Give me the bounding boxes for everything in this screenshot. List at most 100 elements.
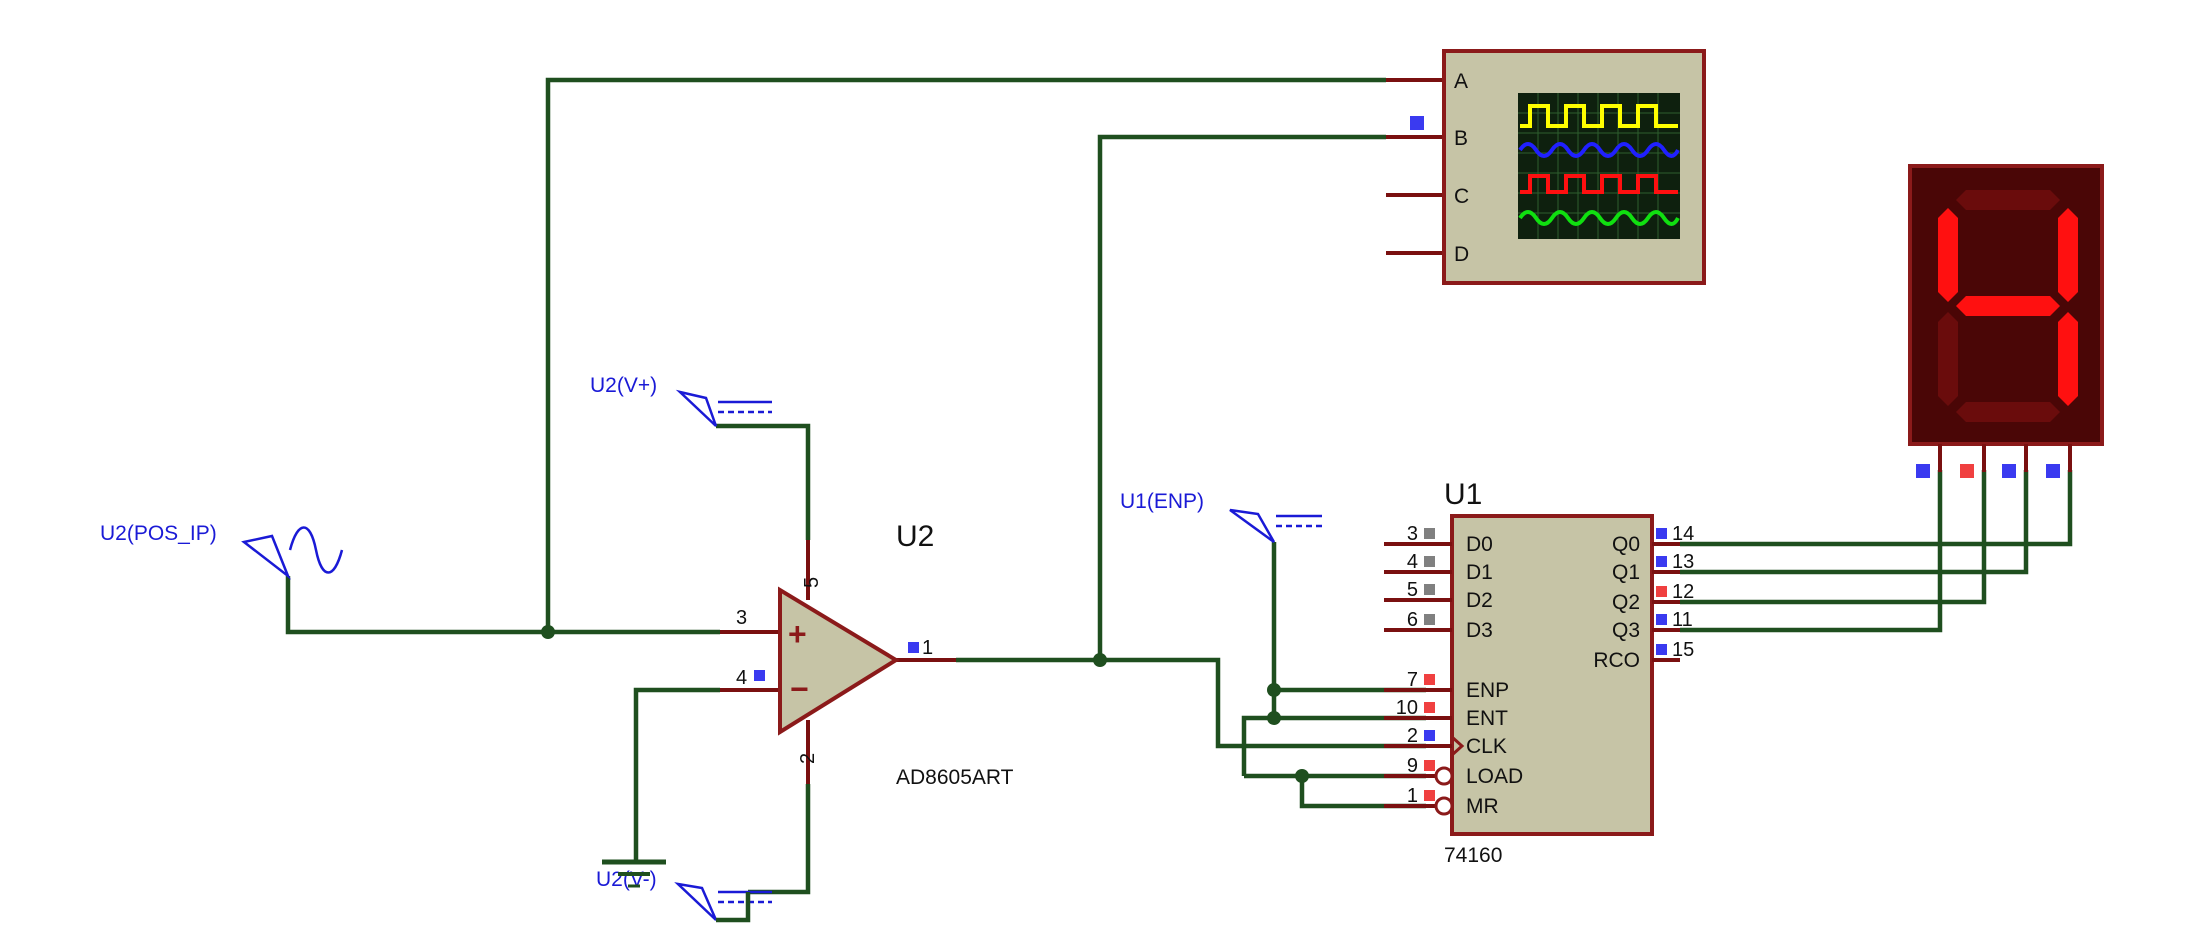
pin-name: MR <box>1466 795 1499 818</box>
pin-name: CLK <box>1466 735 1507 758</box>
segment-e <box>1938 312 1958 406</box>
pin-name: Q3 <box>1612 619 1640 642</box>
wire-q3[interactable] <box>1680 470 1943 633</box>
pin-name: D2 <box>1466 589 1493 612</box>
generator-label: U2(V+) <box>590 374 657 397</box>
pin-name: Q2 <box>1612 591 1640 614</box>
pin-number: 15 <box>1672 639 1694 661</box>
scope-channel-label: A <box>1454 70 1468 93</box>
pin-state-indicator <box>1656 644 1667 655</box>
pin-number: 1 <box>922 637 933 659</box>
part-type: 74160 <box>1444 844 1502 867</box>
segment-d <box>1956 402 2060 422</box>
pin-state-indicator <box>2002 464 2016 478</box>
pin-name: RCO <box>1593 649 1640 672</box>
scope-trace-a <box>1520 104 1678 128</box>
pin-state-indicator <box>754 670 765 681</box>
pin-name: ENP <box>1466 679 1509 702</box>
wire-ent[interactable] <box>1241 715 1426 776</box>
pin-state-indicator <box>1424 760 1435 771</box>
generator-label: U1(ENP) <box>1120 490 1204 513</box>
generator-flag-icon <box>1229 508 1276 544</box>
pin-state-indicator <box>1424 790 1435 801</box>
generator-vplus[interactable]: U2(V+) <box>590 374 772 427</box>
minus-sign-icon: − <box>790 671 809 707</box>
scope-channel-label: D <box>1454 243 1469 266</box>
pin-number: 13 <box>1672 551 1694 573</box>
pin-number: 5 <box>801 577 823 588</box>
pin-number: 12 <box>1672 581 1694 603</box>
sine-wave-icon <box>288 526 344 574</box>
pin-number: 4 <box>1407 551 1418 573</box>
pin-state-indicator <box>1960 464 1974 478</box>
scope-channel-label: C <box>1454 185 1469 208</box>
generator-label: U2(V-) <box>596 868 657 891</box>
part-type: AD8605ART <box>896 766 1014 789</box>
wires <box>285 77 2073 895</box>
wire-posip-to-opamp[interactable] <box>285 576 720 635</box>
pin-state-indicator <box>1424 556 1435 567</box>
wire-to-scope-b[interactable] <box>1097 134 1386 660</box>
generator-pos-ip[interactable]: U2(POS_IP) <box>100 522 344 580</box>
wire-q2[interactable] <box>1680 470 1987 605</box>
pin-name: D0 <box>1466 533 1493 556</box>
wire-vplus[interactable] <box>716 423 811 540</box>
wire-to-scope-a[interactable] <box>545 77 1386 632</box>
pin-number: 1 <box>1407 785 1418 807</box>
pin-number: 6 <box>1407 609 1418 631</box>
pin-state-indicator <box>1656 586 1667 597</box>
wire-vminus[interactable] <box>748 784 811 895</box>
pin-state-indicator <box>1424 528 1435 539</box>
pin-state-indicator <box>1424 614 1435 625</box>
pin-state-indicator <box>1424 730 1435 741</box>
junction-dot <box>1267 683 1281 697</box>
pin-number: 11 <box>1672 609 1693 631</box>
display-segments <box>1938 190 2078 422</box>
scope-trace-c <box>1520 174 1678 194</box>
pin-name: Q1 <box>1612 561 1640 584</box>
pin-state-indicator <box>1424 702 1435 713</box>
segment-b <box>2058 208 2078 302</box>
generator-flag-icon <box>241 534 291 580</box>
counter-body <box>1450 514 1654 836</box>
pin-name: D1 <box>1466 561 1493 584</box>
generator-enp[interactable]: U1(ENP) <box>1120 490 1322 544</box>
wire-q0[interactable] <box>1680 470 2073 547</box>
junction-dot <box>1295 769 1309 783</box>
oscilloscope[interactable]: A B C D <box>1386 49 1706 285</box>
pin-name: LOAD <box>1466 765 1523 788</box>
pin-number: 4 <box>736 667 747 689</box>
segment-g <box>1956 296 2060 316</box>
pin-state-indicator <box>1656 528 1667 539</box>
scope-trace-b <box>1518 142 1680 158</box>
ground-symbol[interactable] <box>602 859 666 888</box>
part-reference: U1 <box>1444 478 1482 511</box>
part-reference: U2 <box>896 520 934 553</box>
opamp-body <box>778 586 900 736</box>
wire-q1[interactable] <box>1680 470 2029 575</box>
pin-name: ENT <box>1466 707 1508 730</box>
junctions <box>541 625 1309 783</box>
generator-flag-icon <box>674 882 718 921</box>
wire-vminus-tail <box>716 892 751 923</box>
wire-opamp-out[interactable] <box>956 657 1426 749</box>
pin-number: 2 <box>797 753 819 764</box>
opamp-u2[interactable]: + − 3 4 1 5 2 U2 AD8605ART <box>720 520 1014 789</box>
pin-state-indicator <box>1424 584 1435 595</box>
seven-segment-display[interactable] <box>1908 164 2104 478</box>
scope-trace-d <box>1518 210 1680 226</box>
junction-dot <box>1267 711 1281 725</box>
junction-dot <box>541 625 555 639</box>
wire-inv-to-ground[interactable] <box>633 687 720 862</box>
scope-channel-label: B <box>1454 127 1468 150</box>
inversion-bubble-icon <box>1434 766 1454 786</box>
generator-flag-icon <box>675 389 718 427</box>
pin-name: D3 <box>1466 619 1493 642</box>
pin-state-indicator <box>908 642 919 653</box>
plus-sign-icon: + <box>788 616 807 652</box>
junction-dot <box>1093 653 1107 667</box>
